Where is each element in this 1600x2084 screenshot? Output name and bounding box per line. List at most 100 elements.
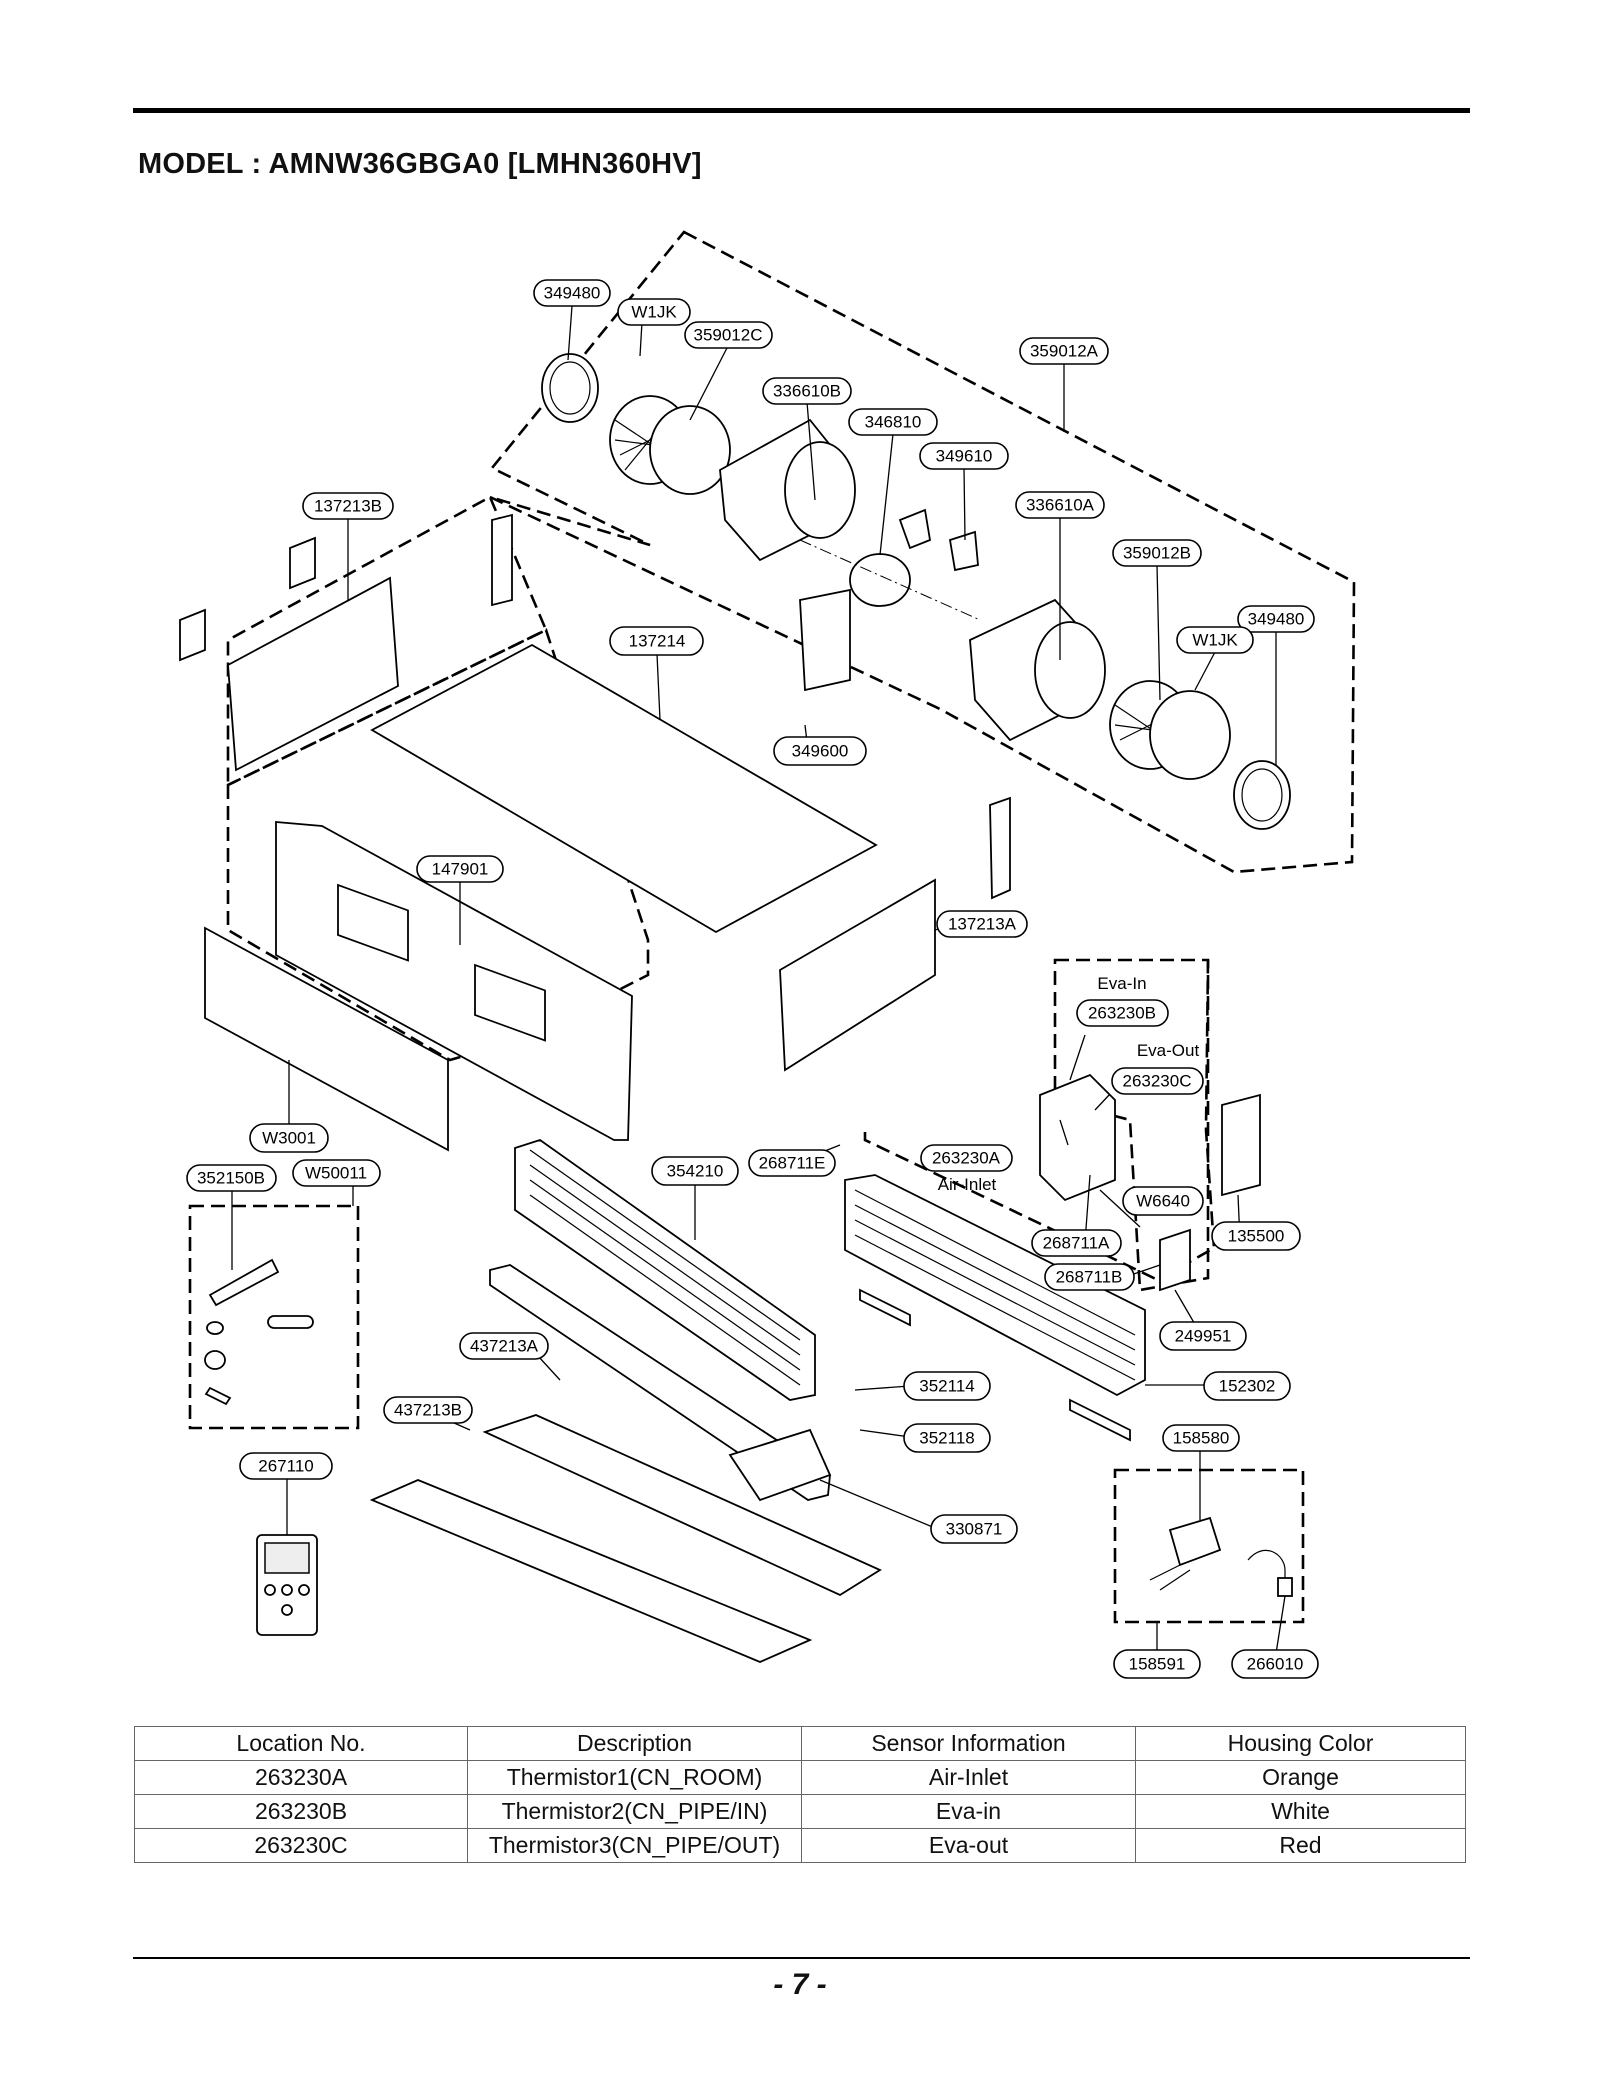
callout-w6640: W6640: [1122, 1186, 1204, 1216]
table-cell: 263230A: [134, 1760, 468, 1795]
svg-text:268711E: 268711E: [759, 1154, 826, 1173]
svg-text:137213A: 137213A: [948, 915, 1017, 934]
bracket-left-b: [289, 536, 316, 590]
svg-text:147901: 147901: [432, 860, 489, 879]
svg-text:263230B: 263230B: [1088, 1004, 1156, 1023]
table-cell: Eva-out: [801, 1828, 1136, 1863]
svg-text:W3001: W3001: [262, 1129, 316, 1148]
table-header-cell: Location No.: [134, 1726, 468, 1761]
svg-text:437213A: 437213A: [470, 1337, 539, 1356]
svg-text:336610A: 336610A: [1026, 496, 1095, 515]
callout-349600: 349600: [773, 736, 867, 766]
svg-text:W1JK: W1JK: [631, 303, 677, 322]
callout-352118: 352118: [903, 1423, 991, 1453]
air-filter: [844, 1174, 1146, 1397]
label-eva-in: Eva-In: [1097, 974, 1146, 993]
svg-text:354210: 354210: [667, 1162, 724, 1181]
table-cell: Orange: [1135, 1760, 1466, 1795]
callout-346810: 346810: [848, 408, 938, 436]
svg-text:268711B: 268711B: [1056, 1268, 1123, 1287]
exploded-parts-diagram: 349480 W1JK 359012C 359012A 336610B 3468…: [179, 230, 1356, 1679]
fan-motor: [799, 508, 981, 621]
label-air-inlet: Air-Inlet: [938, 1175, 997, 1194]
callout-330871: 330871: [930, 1514, 1018, 1544]
motor-mount: [799, 588, 851, 692]
pump-kit-group-outline: [1113, 1468, 1305, 1624]
svg-text:346810: 346810: [865, 413, 922, 432]
callout-354210: 354210: [651, 1156, 739, 1186]
svg-text:137213B: 137213B: [314, 497, 382, 516]
front-panel-opening-b: [474, 963, 546, 1042]
table-cell: Thermistor3(CN_PIPE/OUT): [467, 1828, 802, 1863]
svg-text:249951: 249951: [1175, 1327, 1232, 1346]
svg-text:267110: 267110: [258, 1457, 313, 1476]
callout-263230a: 263230A: [920, 1144, 1013, 1172]
svg-text:349480: 349480: [1248, 610, 1305, 629]
callout-336610a: 336610A: [1015, 491, 1105, 519]
svg-text:W50011: W50011: [305, 1164, 367, 1183]
svg-text:349480: 349480: [544, 284, 601, 303]
drain-hose: [208, 1258, 280, 1307]
front-panel-opening-a: [337, 883, 409, 962]
callout-137213b: 137213B: [302, 492, 394, 520]
svg-text:158591: 158591: [1129, 1655, 1186, 1674]
svg-text:352150B: 352150B: [197, 1169, 265, 1188]
top-cover: [370, 643, 878, 934]
callout-w3001: W3001: [249, 1123, 329, 1153]
table-cell: Air-Inlet: [801, 1760, 1136, 1795]
inlet-flange: [204, 926, 449, 1152]
filter-clip-a: [859, 1288, 911, 1327]
page-title: MODEL : AMNW36GBGA0 [LMHN360HV]: [138, 148, 702, 180]
callout-263230c: 263230C: [1111, 1067, 1204, 1095]
callout-137214: 137214: [609, 626, 704, 656]
callout-249951: 249951: [1159, 1321, 1247, 1351]
fan-scroll-left: [719, 418, 856, 562]
callout-359012c: 359012C: [684, 321, 773, 349]
svg-text:359012B: 359012B: [1123, 544, 1191, 563]
fan-assembly-group-outline: [489, 230, 1356, 874]
table-cell: Thermistor1(CN_ROOM): [467, 1760, 802, 1795]
svg-text:268711A: 268711A: [1043, 1234, 1110, 1253]
svg-text:349610: 349610: [936, 447, 993, 466]
callout-349480-right: 349480: [1237, 605, 1315, 633]
drain-kit-group-outline: [188, 1204, 360, 1430]
bottom-cover: [369, 1479, 813, 1663]
label-eva-out: Eva-Out: [1137, 1041, 1200, 1060]
table-cell: Eva-in: [801, 1794, 1136, 1829]
callout-w50011: W50011: [292, 1159, 381, 1187]
svg-text:352118: 352118: [919, 1429, 974, 1448]
callout-268711a: 268711A: [1031, 1229, 1122, 1257]
callout-268711b: 268711B: [1044, 1263, 1135, 1291]
fan-ring-right: [1233, 760, 1291, 830]
wired-remote-controller: [256, 1534, 318, 1636]
svg-text:W1JK: W1JK: [1192, 631, 1238, 650]
callout-135500: 135500: [1211, 1221, 1301, 1251]
page-number: - 7 -: [773, 1968, 827, 2001]
svg-text:263230C: 263230C: [1122, 1072, 1191, 1091]
callout-437213a: 437213A: [459, 1332, 549, 1360]
callout-437213b: 437213B: [383, 1396, 473, 1424]
drain-insulation: [267, 1315, 314, 1329]
table-cell: White: [1135, 1794, 1466, 1829]
svg-text:336610B: 336610B: [773, 382, 841, 401]
svg-text:359012C: 359012C: [693, 326, 762, 345]
svg-text:266010: 266010: [1247, 1655, 1304, 1674]
side-bracket-right-vertical: [989, 796, 1011, 900]
drain-washer: [206, 1321, 224, 1335]
svg-text:359012A: 359012A: [1030, 342, 1099, 361]
pcb-bracket: [1159, 1228, 1191, 1292]
drain-clamp: [204, 1350, 226, 1370]
callout-158580: 158580: [1162, 1424, 1240, 1452]
blower-wheel-left: [609, 395, 731, 495]
table-row: 263230B Thermistor2(CN_PIPE/IN) Eva-in W…: [134, 1794, 1466, 1829]
callout-359012b: 359012B: [1112, 539, 1202, 567]
svg-text:263230A: 263230A: [932, 1149, 1001, 1168]
callout-w1jk-right: W1JK: [1176, 626, 1254, 654]
callout-266010: 266010: [1231, 1649, 1319, 1679]
svg-text:152302: 152302: [1219, 1377, 1276, 1396]
control-box: [1039, 1073, 1116, 1202]
svg-text:158580: 158580: [1173, 1429, 1230, 1448]
table-cell: 263230C: [134, 1828, 468, 1863]
svg-text:330871: 330871: [946, 1520, 1003, 1539]
callout-336610b: 336610B: [762, 377, 852, 405]
